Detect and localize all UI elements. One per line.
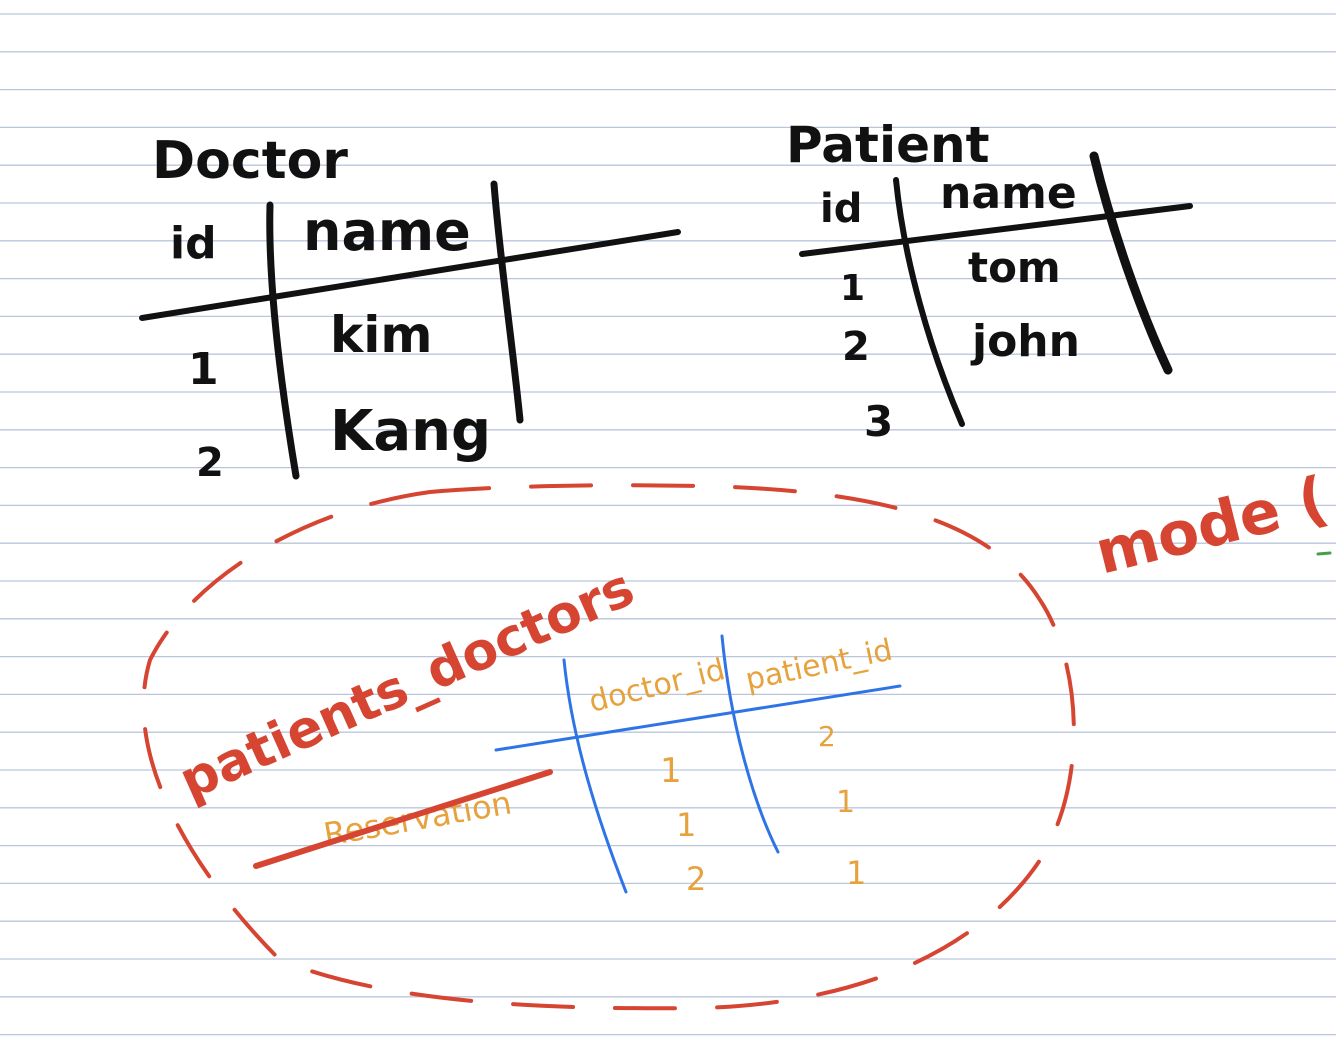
doctor-header-divider xyxy=(139,229,681,321)
join-row-1-doctor-id: 1 xyxy=(660,751,682,791)
doctor-row-1-name: kim xyxy=(330,306,433,364)
doctor-col-divider-2 xyxy=(490,180,524,424)
patient-col-divider-1 xyxy=(893,177,965,427)
doctor-row-1-id: 1 xyxy=(188,344,219,395)
join-row-1-patient-id: 2 xyxy=(818,720,836,753)
patient-row-2-name: john xyxy=(970,316,1080,367)
doctor-col-name-header: name xyxy=(303,200,471,263)
grouping-loop xyxy=(141,483,1076,1011)
patient-row-2-id: 2 xyxy=(842,324,870,370)
join-col-divider-2 xyxy=(720,634,780,854)
ruled-lines xyxy=(0,13,1336,1036)
join-header-divider xyxy=(494,684,902,752)
strike-through-line xyxy=(253,769,553,869)
join-row-3-patient-id: 1 xyxy=(846,854,866,892)
doctor-col-divider-1 xyxy=(266,201,300,480)
doctor-table: Doctor id name 1 kim 2 Kang xyxy=(139,131,681,486)
patient-row-3-id: 3 xyxy=(864,397,893,446)
join-row-2-patient-id: 1 xyxy=(836,785,855,820)
join-col-divider-1 xyxy=(562,658,628,894)
patient-row-1-id: 1 xyxy=(840,268,865,309)
patient-header-divider xyxy=(799,203,1193,257)
doctor-row-2-id: 2 xyxy=(196,440,224,486)
join-row-3-doctor-id: 2 xyxy=(686,860,706,898)
join-row-2-doctor-id: 1 xyxy=(676,806,696,844)
patient-col-name-header: name xyxy=(940,168,1077,219)
doctor-col-id-header: id xyxy=(170,218,217,269)
patient-table: Patient id name 1 tom 2 john 3 xyxy=(786,116,1193,446)
patient-table-title: Patient xyxy=(786,116,990,174)
patient-col-divider-2 xyxy=(1089,151,1173,375)
green-ink-dot xyxy=(1316,551,1332,556)
patient-row-1-name: tom xyxy=(968,243,1061,292)
doctor-row-2-name: Kang xyxy=(330,399,491,464)
patient-col-id-header: id xyxy=(820,186,862,232)
doctor-table-title: Doctor xyxy=(152,131,348,191)
